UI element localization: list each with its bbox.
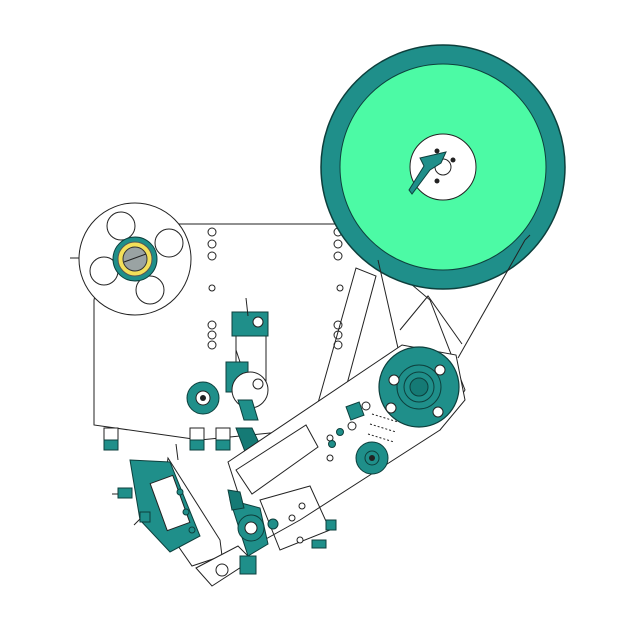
- base-feet: [103, 427, 231, 451]
- supply-roll-icon: [320, 44, 566, 290]
- sensor-block-icon: [112, 443, 223, 567]
- arm-fasteners: [311, 401, 371, 549]
- label-web-path: [377, 234, 531, 359]
- nip-roller: [355, 441, 389, 475]
- idler-roller-left: [186, 381, 220, 415]
- peel-plate-icon: [195, 489, 279, 587]
- rewind-reel-icon: [70, 202, 192, 316]
- drive-roller-icon: [378, 346, 460, 428]
